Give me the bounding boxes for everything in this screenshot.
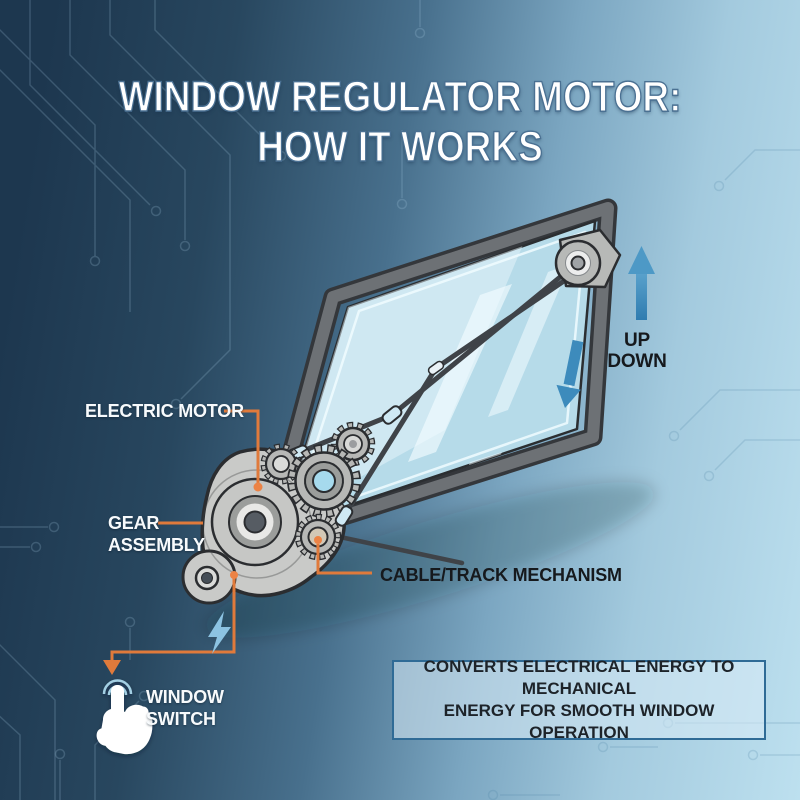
leader-electric-motor [224,409,260,483]
up-down-label: UP DOWN [597,330,677,372]
info-box-line1: CONVERTS ELECTRICAL ENERGY TO MECHANICAL [423,657,735,698]
up-label: UP [624,330,650,351]
window-switch-label-line2: SWITCH [146,709,216,729]
up-arrow-icon [628,246,655,320]
down-label: DOWN [607,351,667,372]
gear-assembly-label-line2: ASSEMBLY [108,535,205,555]
assembly-shadow [204,482,656,638]
cable-track-label: CABLE/TRACK MECHANISM [380,565,622,585]
title-line2: HOW IT WORKS [257,122,544,171]
leader-cable-track [316,544,372,575]
pulley-icon [554,228,622,289]
leader-window-switch [110,577,236,661]
gear-assembly-label-line1: GEAR [108,513,160,533]
title-line1: WINDOW REGULATOR MOTOR: [118,72,682,121]
leader-dot [314,536,322,544]
gear-assembly-gears [260,421,376,561]
gear-main [287,444,361,518]
leader-dot [253,482,263,492]
info-box: CONVERTS ELECTRICAL ENERGY TO MECHANICAL… [392,657,766,742]
cable-junction [427,360,445,376]
window-switch-label: WINDOW SWITCH [146,686,224,730]
down-arrow-icon [556,339,584,408]
lightning-bolt-icon [208,611,231,654]
electric-motor-label: ELECTRIC MOTOR [85,401,244,421]
cable-sleeve [334,505,354,527]
leader-arrowhead [103,660,121,675]
cable-sleeve [381,405,403,425]
info-box-line2: ENERGY FOR SMOOTH WINDOW OPERATION [443,701,715,742]
leader-lines [110,409,372,661]
page-title: WINDOW REGULATOR MOTOR: HOW IT WORKS [56,72,744,172]
leader-dot [230,571,238,579]
gear-assembly-label: GEAR ASSEMBLY [108,512,205,556]
circuit-traces-dark [0,0,426,800]
pressing-hand-icon [96,679,153,755]
cable-lower-track [323,531,465,566]
window-switch-label-line1: WINDOW [146,687,224,707]
